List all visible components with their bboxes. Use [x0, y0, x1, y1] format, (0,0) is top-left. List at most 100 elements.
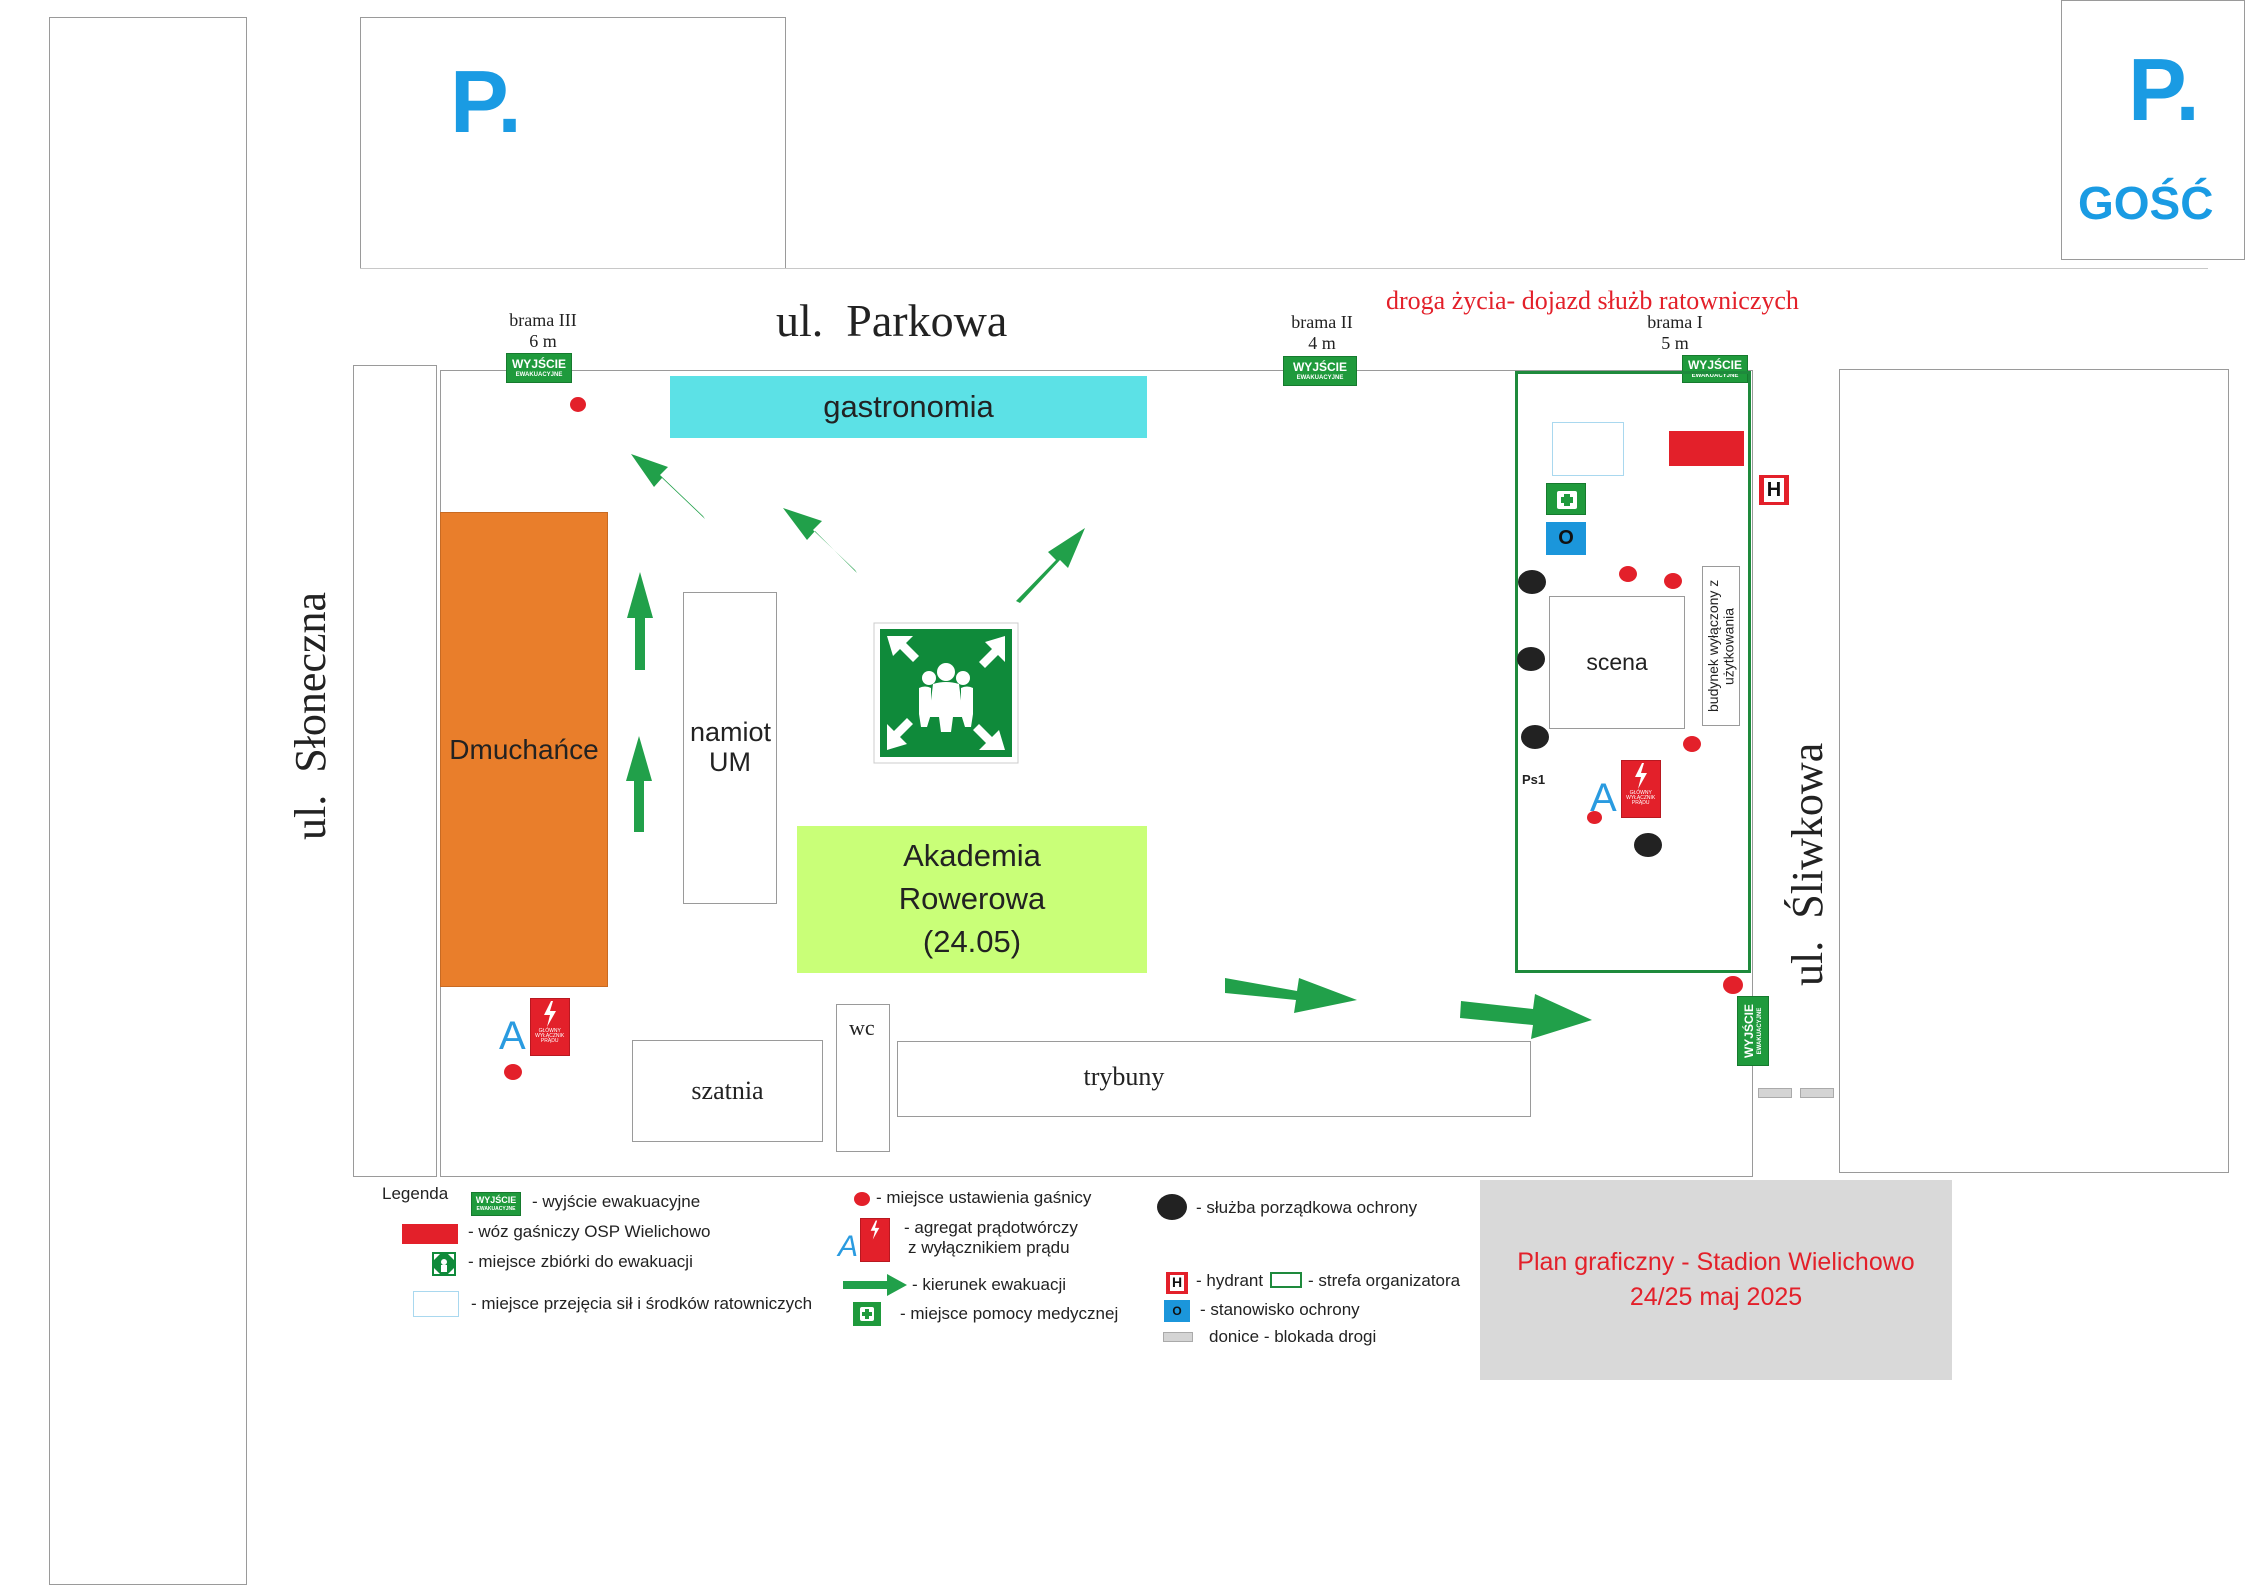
- exit-sign-text: WYJŚCIE: [1687, 358, 1742, 372]
- legend-generator-line1: - agregat prądotwórczy: [904, 1218, 1078, 1237]
- legend-evac-direction-label: - kierunek ewakuacji: [912, 1275, 1067, 1294]
- legend-generator-line2: z wyłącznikiem prądu: [908, 1237, 1070, 1257]
- gate-label-II: brama II 4 m: [1287, 312, 1357, 353]
- security-staff-marker: [1634, 833, 1662, 857]
- security-post-icon: O: [1546, 522, 1586, 555]
- legend-assembly-icon: [432, 1252, 456, 1276]
- generator-switch-sign: GŁÓWNY WYŁĄCZNIK PRĄDU: [1620, 760, 1661, 818]
- wc-label: wc: [849, 1015, 875, 1040]
- legend-security-label: - służba porządkowa ochrony: [1196, 1198, 1418, 1217]
- scena-area: scena: [1549, 596, 1685, 729]
- ps1-label: Ps1: [1522, 772, 1546, 787]
- legend-generator-label: - agregat prądotwórczy z wyłącznikiem pr…: [904, 1218, 1078, 1257]
- generator-switch-sign: GŁÓWNY WYŁĄCZNIK PRĄDU: [529, 998, 570, 1056]
- legend-generator-icon: A: [838, 1218, 891, 1263]
- fire-extinguisher-marker: [1619, 566, 1637, 582]
- exit-sign-gate-I: WYJŚCIE EWAKUACYJNE: [1682, 355, 1748, 383]
- parking-icon-main: P.: [450, 52, 522, 151]
- security-post-letter: O: [1172, 1304, 1182, 1318]
- legend-organizer-zone-label: - strefa organizatora: [1308, 1271, 1461, 1290]
- wc-area: wc: [836, 1004, 890, 1152]
- generator-sign-text: GŁÓWNY WYŁĄCZNIK PRĄDU: [1626, 790, 1656, 806]
- gate-width: 5 m: [1661, 332, 1689, 353]
- generator-icon: A GŁÓWNY WYŁĄCZNIK PRĄDU: [499, 998, 570, 1056]
- generator-letter: A: [838, 1230, 859, 1263]
- exit-sign-gate-III: WYJŚCIE EWAKUACYJNE: [506, 353, 572, 383]
- closed-building: budynek wyłączony z użytkowania: [1702, 566, 1740, 726]
- legend-organizer-zone-swatch: [1270, 1272, 1302, 1288]
- legend-fire-truck-swatch: [402, 1224, 458, 1244]
- exit-sign-text: WYJŚCIE: [1292, 360, 1347, 374]
- legend-extinguisher-label: - miejsce ustawienia gaśnicy: [876, 1188, 1092, 1207]
- parking-icon-guest: P.: [2128, 40, 2200, 139]
- exit-sign-subtext: EWAKUACYJNE: [1296, 375, 1344, 381]
- gate-label-I: brama I 5 m: [1640, 312, 1710, 353]
- fire-extinguisher-marker: [1664, 573, 1682, 589]
- legend-security-post-label: - stanowisko ochrony: [1200, 1300, 1360, 1319]
- security-staff-marker: [1518, 570, 1546, 594]
- left-street-block: [49, 17, 247, 1585]
- parking-guest-label: GOŚĆ: [2078, 177, 2214, 229]
- legend-security-icon: [1157, 1194, 1187, 1220]
- evacuation-arrow-icon: [627, 572, 653, 670]
- legend-rescue-area-label: - miejsce przejęcia sił i środków ratown…: [471, 1294, 813, 1313]
- road-block: [1800, 1088, 1834, 1098]
- first-aid-cross-icon: [1546, 483, 1586, 515]
- fire-road-label: droga życia- dojazd służb ratowniczych: [1386, 286, 1799, 315]
- gastronomia-label: gastronomia: [823, 389, 994, 424]
- gastronomia-area: gastronomia: [670, 376, 1147, 438]
- dmuchance-area: Dmuchańce: [440, 512, 608, 987]
- szatnia-area: szatnia: [632, 1040, 823, 1142]
- legend-fire-truck-label: - wóz gaśniczy OSP Wielichowo: [468, 1222, 711, 1241]
- plan-title-box: Plan graficzny - Stadion Wielichowo 24/2…: [1480, 1180, 1952, 1380]
- namiot-um-label: namiot UM: [690, 717, 772, 777]
- plan-date: 24/25 maj 2025: [1629, 1283, 1803, 1311]
- sliwkowa-block: [1839, 369, 2229, 1173]
- legend-rescue-area-swatch: [413, 1291, 459, 1317]
- legend-road-block-swatch: [1163, 1332, 1193, 1342]
- exit-sign-subtext: EWAKUACYJNE: [515, 372, 563, 378]
- trybuny-area: trybuny: [897, 1041, 1531, 1117]
- legend-assembly-label: - miejsce zbiórki do ewakuacji: [468, 1252, 693, 1271]
- legend-exit-sign: WYJŚCIE EWAKUACYJNE: [471, 1192, 521, 1216]
- road-block: [1758, 1088, 1792, 1098]
- rescue-handover-area: [1552, 422, 1624, 476]
- security-staff-marker: [1521, 725, 1549, 749]
- gate-name: brama II: [1291, 312, 1353, 332]
- evacuation-arrow-icon: [631, 454, 705, 519]
- legend-extinguisher-icon: [854, 1192, 870, 1206]
- hydrant-letter: H: [1763, 478, 1785, 502]
- generator-sign-text: GŁÓWNY WYŁĄCZNIK PRĄDU: [535, 1028, 565, 1044]
- legend-arrow-icon: [843, 1274, 907, 1296]
- fire-truck-icon: [1669, 431, 1744, 466]
- exit-sign-subtext: EWAKUACYJNE: [1691, 373, 1739, 379]
- organizer-zone: [1515, 371, 1751, 973]
- evacuation-arrow-icon: [783, 508, 857, 573]
- gate-width: 6 m: [529, 330, 557, 351]
- legend-medical-icon: [853, 1302, 881, 1326]
- street-name-parkowa: ul. Parkowa: [776, 295, 1008, 346]
- legend-hydrant-icon: H: [1166, 1272, 1188, 1294]
- legend-security-post-icon: O: [1164, 1300, 1190, 1322]
- hydrant-icon: H: [1759, 475, 1789, 505]
- exit-sign-text: WYJŚCIE: [511, 357, 566, 371]
- exit-sign-text: WYJŚCIE: [475, 1195, 517, 1205]
- gate-name: brama I: [1647, 312, 1703, 332]
- legend-road-block-label: donice - blokada drogi: [1209, 1327, 1377, 1346]
- legend-medical-label: - miejsce pomocy medycznej: [900, 1304, 1119, 1323]
- akademia-label-line1: Akademia: [903, 838, 1041, 874]
- exit-sign-subtext: EWAKUACYJNE: [476, 1206, 516, 1212]
- fire-extinguisher-marker: [1683, 736, 1701, 752]
- szatnia-label: szatnia: [691, 1076, 764, 1105]
- akademia-rowerowa-area: Akademia Rowerowa (24.05): [797, 826, 1147, 973]
- dmuchance-label: Dmuchańce: [449, 733, 599, 765]
- generator-switch-sign: [860, 1218, 891, 1262]
- akademia-label-line3: (24.05): [922, 923, 1022, 959]
- plan-title: Plan graficzny - Stadion Wielichowo: [1517, 1248, 1915, 1276]
- evacuation-arrow-icon: [1460, 994, 1592, 1039]
- gate-width: 4 m: [1308, 332, 1336, 353]
- evacuation-arrow-icon: [1016, 528, 1085, 603]
- security-post-letter: O: [1558, 527, 1574, 549]
- parking-lot-guest: [2061, 0, 2245, 260]
